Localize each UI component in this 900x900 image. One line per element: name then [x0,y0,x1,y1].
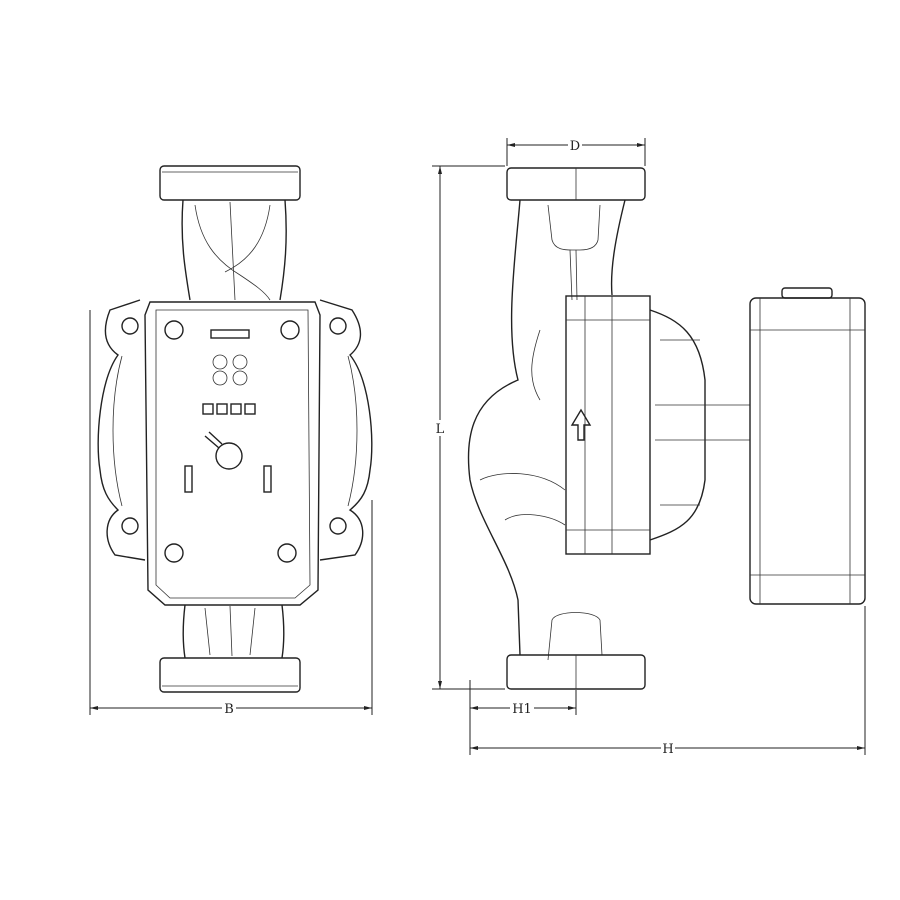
cable-clip-right [263,465,272,493]
dimension-label-h1: H1 [512,702,532,717]
dimension-d: D [506,137,646,166]
screw-icon [164,543,184,563]
dimension-label-h: H [662,742,673,757]
top-flange [159,165,301,201]
terminal-cap [781,287,833,299]
indicator-bar [210,329,250,339]
dimension-b: B [89,310,373,717]
bolt-hole [329,317,347,335]
side-view [467,167,866,690]
screw-icon [164,320,184,340]
pump-housing [97,299,373,561]
screw-icon [277,543,297,563]
dimension-label-b: B [224,702,234,717]
dimension-h1: H1 [469,680,577,755]
terminal-box [749,297,866,605]
screw-icon [280,320,300,340]
bottom-neck [182,604,285,659]
dimension-label-d: D [570,139,580,154]
dimension-l: L [432,165,505,690]
mode-indicator-squares [202,403,256,415]
pump-body-side [467,199,521,656]
flow-direction-arrow-icon [570,408,592,441]
control-knob [215,442,243,470]
bolt-hole [121,517,139,535]
motor-adapter [649,309,706,541]
control-panel [144,301,321,606]
dimension-h: H [470,606,866,757]
bottom-flange [159,657,301,693]
dimension-label-l: L [436,422,445,437]
bolt-hole [121,317,139,335]
cable-clip-left [184,465,193,493]
motor-housing [565,295,651,555]
knob-pointer-icon [204,431,223,449]
bolt-hole [329,517,347,535]
top-neck [181,199,287,301]
front-view [97,165,373,693]
segment-display-icon [212,354,248,386]
